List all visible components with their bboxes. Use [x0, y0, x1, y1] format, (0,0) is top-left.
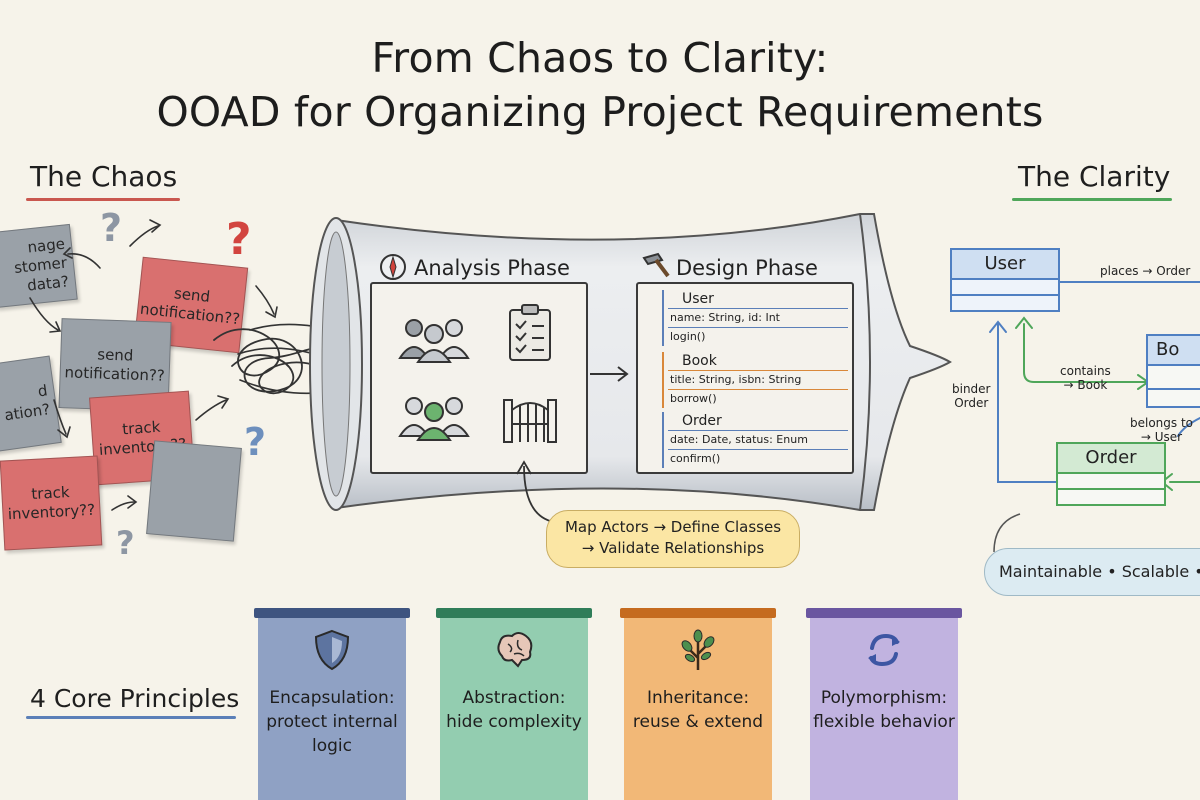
- design-class-order: Order date: Date, status: Enum confirm(): [662, 412, 848, 468]
- process-callout: Map Actors → Define Classes → Validate R…: [546, 510, 800, 568]
- question-mark-icon: ?: [244, 420, 267, 464]
- title-line-1: From Chaos to Clarity:: [371, 34, 829, 82]
- people-group-icon: [398, 319, 470, 363]
- people-highlight-icon: [398, 397, 470, 441]
- chaos-arrows-and-scribble: [29, 219, 340, 511]
- chaos-underline: [26, 198, 180, 201]
- uml-class-book-name: Bo: [1148, 336, 1200, 366]
- principle-inheritance: Inheritance: reuse & extend: [620, 608, 776, 800]
- uml-class-user: User: [950, 248, 1060, 312]
- relation-binder-label: binder Order: [952, 382, 991, 410]
- design-panel: User name: String, id: Int login() Book …: [636, 282, 854, 474]
- relation-contains-label: contains → Book: [1060, 364, 1111, 392]
- analysis-panel: [370, 282, 588, 474]
- shield-icon: [314, 629, 350, 671]
- principles-heading: 4 Core Principles: [30, 684, 240, 713]
- design-class-order-attrs: date: Date, status: Enum: [668, 431, 848, 450]
- design-phase-title: Design Phase: [676, 256, 818, 280]
- design-class-order-name: Order: [668, 412, 848, 431]
- clipboard-checklist-icon: [509, 304, 551, 361]
- principle-encapsulation-label: Encapsulation: protect internal logic: [266, 688, 398, 756]
- uml-class-user-name: User: [952, 250, 1058, 280]
- cycle-arrows-icon: [868, 633, 900, 667]
- design-class-user-name: User: [668, 290, 848, 309]
- design-class-book-attrs: title: String, isbn: String: [668, 371, 848, 390]
- principle-polymorphism: Polymorphism: flexible behavior: [806, 608, 962, 800]
- design-class-order-methods: confirm(): [670, 452, 721, 465]
- design-class-user-methods: login(): [670, 330, 706, 343]
- brain-icon: [497, 632, 533, 668]
- gate-icon: [503, 399, 557, 443]
- hammer-icon: [642, 252, 670, 278]
- process-callout-line2: → Validate Relationships: [581, 539, 765, 557]
- process-callout-line1: Map Actors → Define Classes: [564, 518, 782, 536]
- pill-pointer: [993, 513, 1021, 553]
- clarity-heading: The Clarity: [1018, 160, 1171, 193]
- uml-class-book: Bo: [1146, 334, 1200, 408]
- design-class-user-attrs: name: String, id: Int: [668, 309, 848, 328]
- analysis-phase-title: Analysis Phase: [414, 256, 570, 280]
- arrow-analysis-to-design: [590, 366, 629, 382]
- clarity-underline: [1012, 198, 1172, 201]
- uml-class-order: Order: [1056, 442, 1166, 506]
- question-mark-icon: ?: [116, 524, 135, 562]
- principle-encapsulation: Encapsulation: protect internal logic: [254, 608, 410, 800]
- principle-polymorphism-label: Polymorphism: flexible behavior: [813, 688, 955, 732]
- qualities-pill: Maintainable • Scalable • C: [984, 548, 1200, 596]
- design-class-user: User name: String, id: Int login(): [662, 290, 848, 346]
- chaos-heading: The Chaos: [30, 160, 178, 193]
- design-class-book-name: Book: [668, 352, 848, 371]
- principle-abstraction-label: Abstraction: hide complexity: [446, 688, 582, 732]
- uml-class-order-name: Order: [1058, 444, 1164, 474]
- design-class-book: Book title: String, isbn: String borrow(…: [662, 352, 848, 408]
- question-mark-icon: ?: [226, 214, 252, 265]
- relation-belongs-label: belongs to → User: [1130, 416, 1194, 444]
- principle-abstraction: Abstraction: hide complexity: [436, 608, 592, 800]
- design-class-book-methods: borrow(): [670, 392, 717, 405]
- question-mark-icon: ?: [100, 206, 123, 250]
- principles-underline: [26, 716, 236, 719]
- principle-inheritance-label: Inheritance: reuse & extend: [632, 688, 764, 732]
- relation-places-label: places → Order: [1100, 264, 1191, 278]
- title-line-2: OOAD for Organizing Project Requirements: [156, 88, 1044, 136]
- compass-icon: [380, 254, 406, 280]
- tree-icon: [681, 629, 715, 670]
